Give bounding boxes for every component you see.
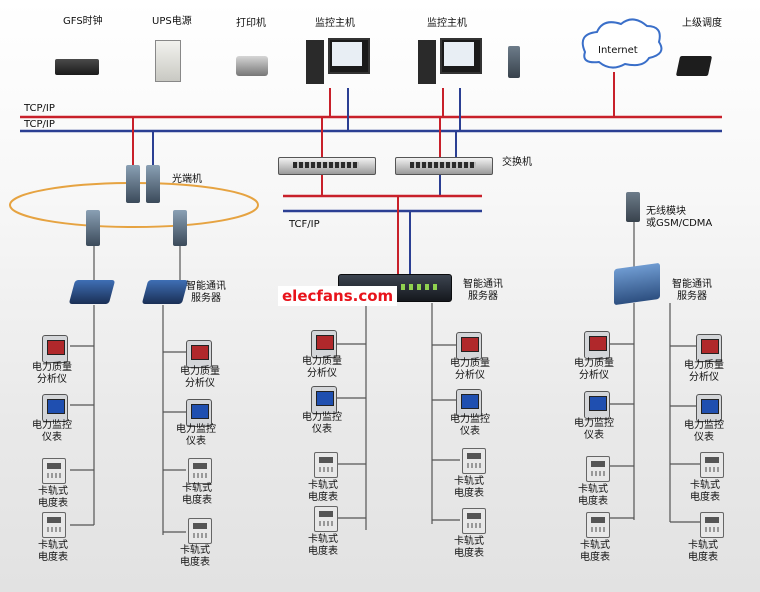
left-server-label: 智能通讯 服务器: [186, 281, 226, 304]
power-analyzer-icon: [186, 340, 212, 368]
middle-server-label: 智能通讯 服务器: [463, 279, 503, 302]
laptop-icon: [675, 56, 713, 76]
right-device-label: 卡轨式 电度表: [578, 484, 608, 507]
left-device-label: 卡轨式 电度表: [180, 545, 210, 568]
power-analyzer-icon: [456, 332, 482, 360]
left-device-label: 电力质量 分析仪: [180, 366, 220, 389]
rail-meter-icon: [586, 456, 610, 482]
power-analyzer-icon: [584, 331, 610, 359]
power-analyzer-icon: [42, 335, 68, 363]
right-device-label: 电力质量 分析仪: [684, 360, 724, 383]
optical-transceiver-icon: [126, 165, 140, 203]
upper-dispatch-label: 上级调度: [682, 18, 722, 29]
rail-meter-icon: [586, 512, 610, 538]
rail-meter-icon: [42, 512, 66, 538]
right-server-label: 智能通讯 服务器: [672, 279, 712, 302]
gps-clock-icon: [55, 59, 99, 75]
watermark: elecfans.com: [278, 286, 398, 306]
power-monitor-icon: [584, 391, 610, 419]
left-device-label: 电力监控 仪表: [176, 424, 216, 447]
printer-icon: [236, 56, 268, 76]
comm-server-icon: [68, 280, 116, 304]
internet-label: Internet: [598, 45, 638, 56]
middle-device-label: 卡轨式 电度表: [308, 534, 338, 557]
right-device-label: 电力监控 仪表: [574, 418, 614, 441]
left-device-label: 电力质量 分析仪: [32, 362, 72, 385]
tcpip-label-2: TCP/IP: [24, 119, 55, 130]
middle-device-label: 电力质量 分析仪: [450, 358, 490, 381]
middle-device-label: 电力监控 仪表: [450, 414, 490, 437]
optical-transceiver-icon: [86, 210, 100, 246]
monitor-host-2-label: 监控主机: [427, 18, 467, 29]
internet-cloud: [581, 18, 663, 69]
rail-meter-icon: [314, 452, 338, 478]
rail-meter-icon: [314, 506, 338, 532]
tcpip-label-3: TCF/IP: [289, 219, 320, 230]
middle-device-label: 电力质量 分析仪: [302, 356, 342, 379]
rail-meter-icon: [188, 458, 212, 484]
right-device-label: 电力监控 仪表: [684, 420, 724, 443]
power-monitor-icon: [311, 386, 337, 414]
comm-server-icon: [141, 280, 189, 304]
left-device-label: 卡轨式 电度表: [182, 483, 212, 506]
rail-meter-icon: [462, 448, 486, 474]
optical-transceiver-label: 光端机: [172, 174, 202, 185]
ups-icon: [155, 40, 181, 82]
power-monitor-icon: [696, 394, 722, 422]
printer-label: 打印机: [236, 18, 266, 29]
gps-clock-label: GFS时钟: [63, 16, 103, 27]
monitor-host-1-label: 监控主机: [315, 18, 355, 29]
right-device-label: 电力质量 分析仪: [574, 358, 614, 381]
power-monitor-icon: [186, 399, 212, 427]
rail-meter-icon: [700, 512, 724, 538]
rail-meter-icon: [42, 458, 66, 484]
power-monitor-icon: [42, 394, 68, 422]
ups-label: UPS电源: [152, 16, 192, 27]
right-device-label: 卡轨式 电度表: [688, 540, 718, 563]
middle-device-label: 卡轨式 电度表: [308, 480, 338, 503]
left-device-label: 卡轨式 电度表: [38, 486, 68, 509]
rail-meter-icon: [462, 508, 486, 534]
tcpip-label-1: TCP/IP: [24, 103, 55, 114]
right-device-label: 卡轨式 电度表: [690, 480, 720, 503]
left-device-label: 电力监控 仪表: [32, 420, 72, 443]
middle-device-label: 卡轨式 电度表: [454, 536, 484, 559]
rail-meter-icon: [188, 518, 212, 544]
power-analyzer-icon: [311, 330, 337, 358]
comm-server-icon: [614, 262, 660, 306]
rail-meter-icon: [700, 452, 724, 478]
middle-device-label: 电力监控 仪表: [302, 412, 342, 435]
right-device-label: 卡轨式 电度表: [580, 540, 610, 563]
wireless-module-icon: [626, 192, 640, 222]
wireless-module-label: 无线模块 或GSM/CDMA: [646, 206, 713, 229]
power-analyzer-icon: [696, 334, 722, 362]
left-device-label: 卡轨式 电度表: [38, 540, 68, 563]
switch-icon: [278, 157, 376, 175]
wireless-router-icon: [508, 46, 520, 78]
power-monitor-icon: [456, 389, 482, 417]
middle-device-label: 卡轨式 电度表: [454, 476, 484, 499]
switch-icon: [395, 157, 493, 175]
optical-transceiver-icon: [173, 210, 187, 246]
optical-transceiver-icon: [146, 165, 160, 203]
switch-label: 交换机: [502, 157, 532, 168]
